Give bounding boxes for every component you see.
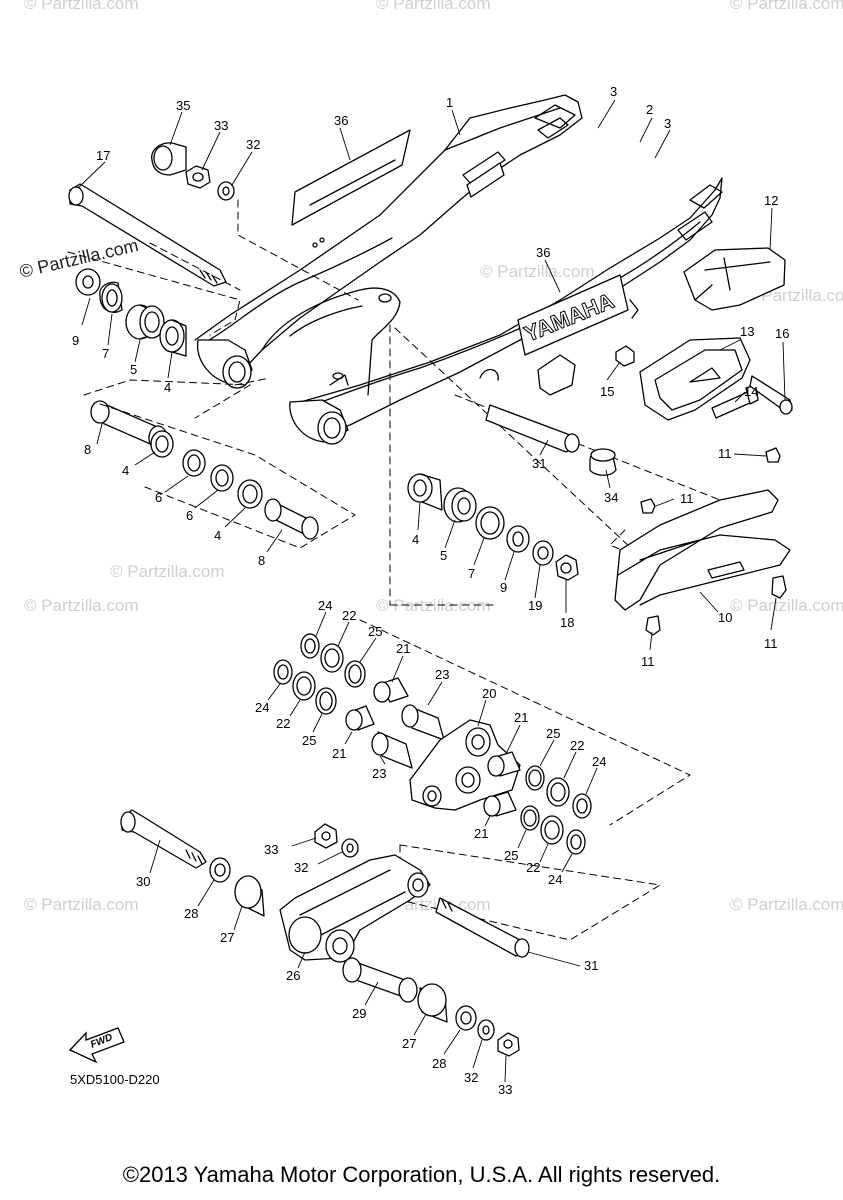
watermark-text: © Partzilla.com bbox=[376, 596, 491, 615]
callout-27: 27 bbox=[220, 930, 234, 945]
callout-24: 24 bbox=[592, 754, 606, 769]
callout-36: 36 bbox=[334, 113, 348, 128]
callout-9: 9 bbox=[72, 333, 79, 348]
callout-13: 13 bbox=[740, 324, 754, 339]
callout-25: 25 bbox=[504, 848, 518, 863]
callout-33: 33 bbox=[498, 1082, 512, 1097]
callout-9: 9 bbox=[500, 580, 507, 595]
callout-11: 11 bbox=[764, 636, 778, 651]
callout-6: 6 bbox=[186, 508, 193, 523]
callout-23: 23 bbox=[372, 766, 386, 781]
callout-4: 4 bbox=[164, 380, 171, 395]
callout-20: 20 bbox=[482, 686, 496, 701]
callout-3: 3 bbox=[664, 116, 671, 131]
watermark-text: © Partzilla.com bbox=[730, 0, 843, 13]
swingarm-part: YAMAHA bbox=[194, 94, 723, 445]
callout-17: 17 bbox=[96, 148, 110, 163]
watermark-text: © Partzilla.com bbox=[24, 0, 139, 13]
copyright-notice: ©2013 Yamaha Motor Corporation, U.S.A. A… bbox=[122, 1162, 721, 1187]
callout-21: 21 bbox=[332, 746, 346, 761]
callout-6: 6 bbox=[155, 490, 162, 505]
callout-4: 4 bbox=[214, 528, 221, 543]
callout-16: 16 bbox=[775, 326, 789, 341]
callout-28: 28 bbox=[432, 1056, 446, 1071]
callout-36: 36 bbox=[536, 245, 550, 260]
callout-25: 25 bbox=[368, 624, 382, 639]
callout-2: 2 bbox=[646, 102, 653, 117]
callout-8: 8 bbox=[258, 553, 265, 568]
watermark-text: © Partzilla.com bbox=[24, 895, 139, 914]
callout-28: 28 bbox=[184, 906, 198, 921]
callout-18: 18 bbox=[560, 615, 574, 630]
callout-23: 23 bbox=[435, 667, 449, 682]
callout-1: 1 bbox=[446, 95, 453, 110]
callout-21: 21 bbox=[514, 710, 528, 725]
callout-27: 27 bbox=[402, 1036, 416, 1051]
callout-22: 22 bbox=[526, 860, 540, 875]
callout-labels: 1 2 3 3 4 4 4 4 5 5 6 6 7 7 8 8 9 9 10 1… bbox=[72, 84, 789, 1097]
callout-11: 11 bbox=[680, 491, 694, 506]
callout-3: 3 bbox=[610, 84, 617, 99]
callout-22: 22 bbox=[570, 738, 584, 753]
callout-32: 32 bbox=[294, 860, 308, 875]
callout-24: 24 bbox=[255, 700, 269, 715]
watermark-text: © Partzilla.com bbox=[110, 562, 225, 581]
callout-25: 25 bbox=[546, 726, 560, 741]
callout-21: 21 bbox=[396, 641, 410, 656]
callout-22: 22 bbox=[342, 608, 356, 623]
callout-8: 8 bbox=[84, 442, 91, 457]
callout-26: 26 bbox=[286, 968, 300, 983]
callout-32: 32 bbox=[246, 137, 260, 152]
callout-32: 32 bbox=[464, 1070, 478, 1085]
callout-12: 12 bbox=[764, 193, 778, 208]
callout-10: 10 bbox=[718, 610, 732, 625]
fwd-arrow-icon: FWD bbox=[68, 1027, 125, 1064]
callout-25: 25 bbox=[302, 733, 316, 748]
callout-33: 33 bbox=[214, 118, 228, 133]
watermark-text: © Partzilla.com bbox=[730, 596, 843, 615]
callout-24: 24 bbox=[548, 872, 562, 887]
callout-14: 14 bbox=[744, 384, 758, 399]
callout-29: 29 bbox=[352, 1006, 366, 1021]
callout-35: 35 bbox=[176, 98, 190, 113]
callout-21: 21 bbox=[474, 826, 488, 841]
callout-24: 24 bbox=[318, 598, 332, 613]
callout-31: 31 bbox=[532, 456, 546, 471]
callout-4: 4 bbox=[122, 463, 129, 478]
diagram-code: 5XD5100-D220 bbox=[70, 1072, 160, 1087]
callout-5: 5 bbox=[440, 548, 447, 563]
callout-7: 7 bbox=[468, 566, 475, 581]
callout-11: 11 bbox=[718, 446, 732, 461]
callout-22: 22 bbox=[276, 716, 290, 731]
callout-33: 33 bbox=[264, 842, 278, 857]
callout-19: 19 bbox=[528, 598, 542, 613]
watermark-text: © Partzilla.com bbox=[24, 596, 139, 615]
watermark-text: © Partzilla.com bbox=[376, 0, 491, 13]
callout-34: 34 bbox=[604, 490, 618, 505]
callout-4: 4 bbox=[412, 532, 419, 547]
watermark-text: © Partzilla.com bbox=[480, 262, 595, 281]
callout-5: 5 bbox=[130, 362, 137, 377]
callout-31: 31 bbox=[584, 958, 598, 973]
callout-30: 30 bbox=[136, 874, 150, 889]
callout-11: 11 bbox=[641, 654, 655, 669]
watermark-text: © Partzilla.com bbox=[730, 895, 843, 914]
callout-15: 15 bbox=[600, 384, 614, 399]
callout-7: 7 bbox=[102, 346, 109, 361]
